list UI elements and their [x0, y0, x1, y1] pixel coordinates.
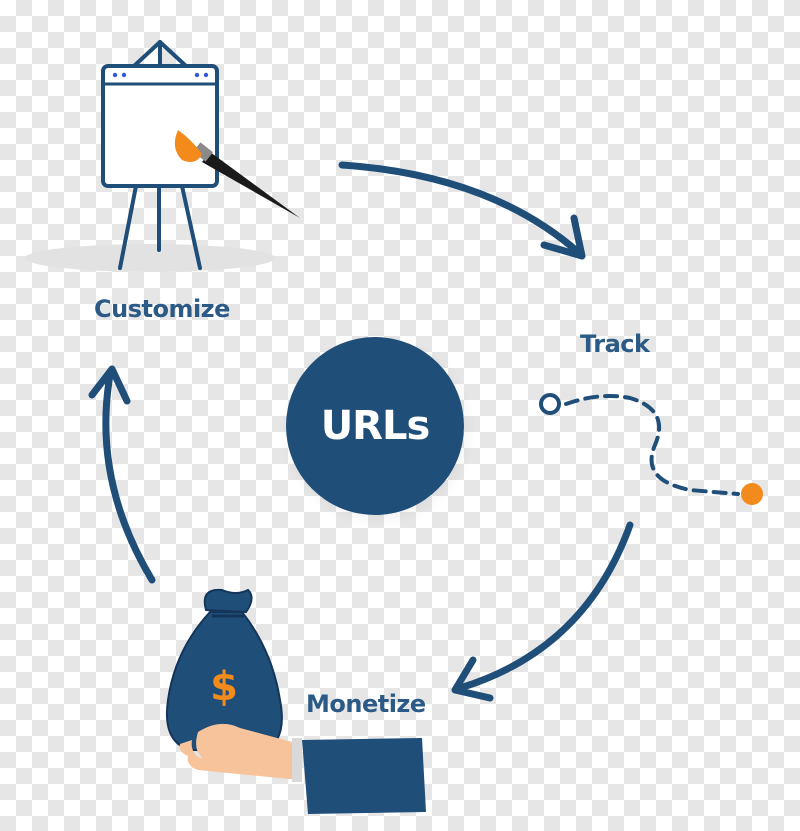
cycle-arrow-customize-to-track: [338, 161, 586, 260]
paintbrush-icon: [174, 130, 300, 218]
cycle-arrow-monetize-to-customize: [88, 365, 156, 584]
center-circle: [280, 332, 476, 528]
easel-icon: [25, 40, 275, 272]
step-label-customize: Customize: [94, 295, 230, 323]
step-label-monetize: Monetize: [306, 690, 426, 718]
hand-icon: [179, 723, 426, 814]
cycle-arrow-track-to-monetize: [451, 521, 634, 702]
dollar-sign: $: [210, 664, 238, 710]
center-label: URLs: [320, 403, 431, 449]
step-label-track: Track: [580, 330, 650, 358]
money-bag-icon: $: [166, 588, 283, 754]
path-icon: [539, 393, 763, 505]
